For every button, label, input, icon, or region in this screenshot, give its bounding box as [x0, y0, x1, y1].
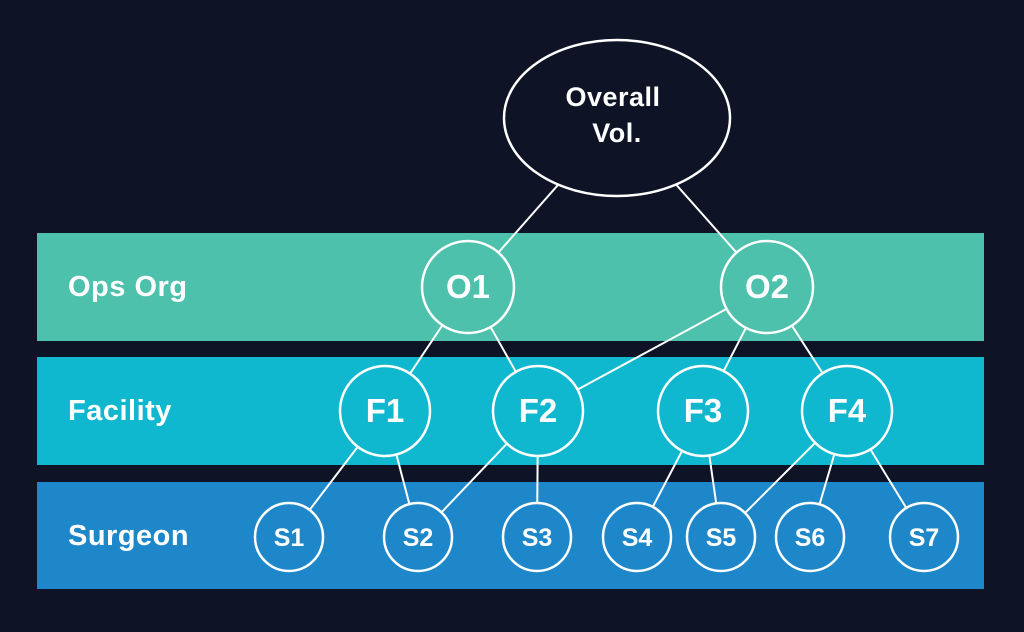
node-s4	[601, 501, 673, 573]
band-label-facility: Facility	[68, 395, 172, 427]
node-s1	[253, 501, 325, 573]
node-label-o1: O1	[446, 268, 490, 305]
node-label-s3: S3	[522, 524, 553, 552]
node-label-s4: S4	[622, 524, 653, 552]
node-f1	[338, 364, 432, 458]
node-s6	[774, 501, 846, 573]
band-label-ops-org: Ops Org	[68, 271, 188, 303]
node-s2	[382, 501, 454, 573]
node-label-s1: S1	[274, 524, 305, 552]
node-label-overall-line2: Vol.	[592, 118, 642, 148]
node-label-f4: F4	[828, 392, 867, 429]
node-label-overall: Overall Vol.	[565, 82, 668, 148]
node-label-f1: F1	[366, 392, 405, 429]
node-s5	[685, 501, 757, 573]
node-label-f3: F3	[684, 392, 723, 429]
node-label-s5: S5	[706, 524, 737, 552]
node-label-s2: S2	[403, 524, 434, 552]
band-label-surgeon: Surgeon	[68, 520, 189, 552]
node-s7	[888, 501, 960, 573]
node-o2	[719, 239, 815, 335]
node-f2	[491, 364, 585, 458]
node-o1	[420, 239, 516, 335]
node-s3	[501, 501, 573, 573]
node-overall	[502, 38, 732, 198]
node-label-f2: F2	[519, 392, 558, 429]
node-f3	[656, 364, 750, 458]
node-f4	[800, 364, 894, 458]
node-label-overall-line1: Overall	[565, 82, 660, 112]
node-label-s7: S7	[909, 524, 940, 552]
node-label-o2: O2	[745, 268, 789, 305]
node-label-s6: S6	[795, 524, 826, 552]
